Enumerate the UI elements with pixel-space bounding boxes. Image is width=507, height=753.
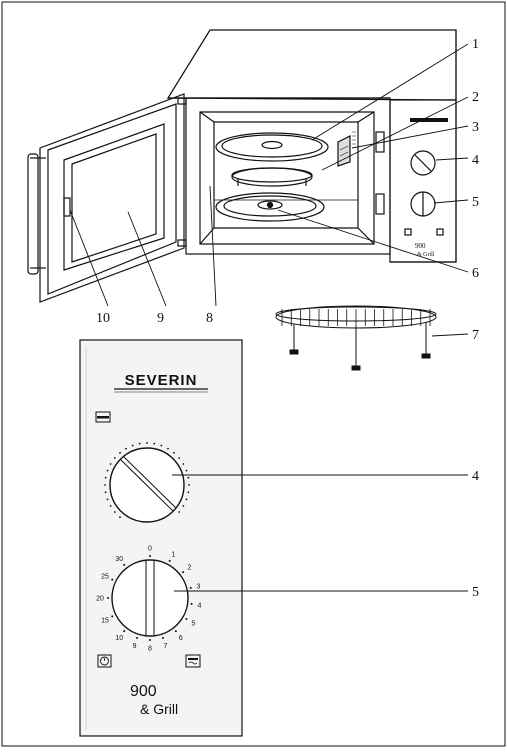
power-tick: [119, 451, 121, 454]
power-tick: [160, 444, 163, 447]
power-tick: [178, 511, 181, 513]
timer-number: 2: [187, 565, 191, 572]
callout-5-panel: 5: [472, 585, 479, 600]
power-tick: [109, 505, 112, 507]
clock-icon: [97, 654, 112, 668]
timer-number: 0: [148, 546, 152, 553]
timer-tick: [136, 636, 139, 639]
timer-tick: [107, 597, 109, 599]
timer-tick: [161, 636, 164, 639]
control-panel-face: [79, 339, 243, 737]
timer-tick: [185, 618, 188, 620]
timer-number: 25: [101, 574, 109, 581]
door-window: [63, 123, 165, 271]
timer-tick: [111, 615, 114, 618]
power-tick: [153, 442, 156, 445]
microwave-body: [27, 29, 457, 303]
power-tick: [182, 463, 185, 465]
timer-number: 9: [133, 643, 137, 650]
timer-tick: [168, 559, 171, 562]
power-tick: [106, 498, 109, 501]
grill-rack: [275, 305, 469, 371]
callout-8: 8: [206, 311, 213, 326]
timer-number: 7: [163, 643, 167, 650]
power-tick: [146, 442, 148, 444]
timer-number: 3: [197, 583, 201, 590]
timer-tick: [149, 639, 151, 641]
timer-knob[interactable]: [107, 555, 193, 641]
power-tick: [188, 484, 190, 486]
power-tick: [182, 505, 185, 507]
timer-number-scale: 0 1 2 3 4 5 6 7 8 9 10 15 20 25 30: [96, 546, 201, 653]
power-tick: [104, 484, 106, 486]
model-suffix: & Grill: [140, 701, 178, 717]
power-tick: [187, 476, 190, 479]
power-tick: [106, 469, 109, 472]
timer-tick: [111, 578, 114, 581]
mini-model-suffix: & Grill: [417, 252, 435, 258]
power-tick: [109, 463, 112, 465]
timer-tick: [189, 586, 192, 589]
callout-7: 7: [472, 328, 479, 343]
callout-9: 9: [157, 311, 164, 326]
timer-number: 4: [198, 602, 202, 609]
power-tick: [173, 451, 175, 454]
timer-number: 6: [179, 635, 183, 642]
power-knob[interactable]: [104, 442, 190, 523]
oven-cavity: [199, 111, 375, 245]
timer-number: 8: [148, 646, 152, 653]
power-tick: [178, 457, 181, 459]
cabinet-top: [166, 29, 457, 101]
timer-tick: [182, 571, 185, 574]
power-tick: [113, 511, 116, 513]
timer-tick: [174, 630, 177, 633]
timer-tick: [149, 555, 151, 557]
leader-lines-panel: [172, 474, 468, 592]
timer-number: 20: [96, 596, 104, 603]
door: [39, 93, 185, 303]
callout-3: 3: [472, 120, 479, 135]
grill-mode-icon: [95, 411, 111, 423]
callout-4: 4: [472, 153, 479, 168]
timer-number: 5: [191, 621, 195, 628]
brand-logo: SEVERIN: [125, 372, 198, 389]
power-tick: [187, 491, 190, 494]
callout-2: 2: [472, 90, 479, 105]
callout-1: 1: [472, 37, 479, 52]
timer-tick: [123, 563, 126, 566]
callout-6: 6: [472, 266, 479, 281]
power-tick: [125, 447, 127, 450]
timer-number: 15: [101, 617, 109, 624]
callout-10: 10: [96, 311, 110, 326]
timer-number: 10: [115, 635, 123, 642]
timer-number: 1: [172, 551, 176, 558]
callout-labels: 1 2 3 4 5 6 7 8 9 10 4 5: [96, 37, 479, 600]
timer-tick: [190, 602, 193, 605]
timer-tick: [123, 630, 126, 633]
power-tick: [185, 469, 188, 472]
power-tick: [119, 516, 121, 519]
power-tick: [104, 476, 107, 479]
timer-number: 30: [115, 556, 123, 563]
mini-panel-text: 900 & Grill: [415, 242, 435, 258]
microwave-grill-icon: [185, 654, 201, 668]
power-tick: [167, 447, 169, 450]
power-tick: [138, 442, 141, 445]
power-knob-ticks: [104, 442, 190, 519]
callout-5: 5: [472, 195, 479, 210]
leader-lines-top: [69, 43, 469, 307]
mini-model-power: 900: [415, 242, 426, 250]
power-tick: [131, 444, 134, 447]
timer-knob-ticks: [107, 555, 193, 641]
power-tick: [185, 498, 188, 501]
power-tick: [104, 491, 107, 494]
model-power: 900: [130, 683, 157, 700]
control-panel: SEVERIN 0 1 2 3 4 5 6 7 8 9 10 15 20 25 30: [79, 339, 243, 737]
control-panel-mini: [389, 99, 457, 263]
power-tick: [113, 457, 116, 459]
callout-4-panel: 4: [472, 469, 479, 484]
